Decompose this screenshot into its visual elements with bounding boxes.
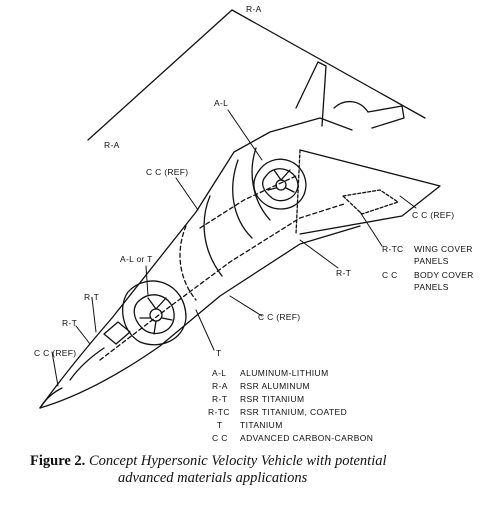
label-ra-left: R-A	[104, 140, 120, 150]
leader-cc-ref-nose	[51, 351, 59, 387]
legend-desc: ALUMINUM-LITHIUM	[240, 368, 329, 378]
leader-t-bottom	[195, 309, 215, 351]
wing-root	[295, 149, 301, 235]
legend-code: R-TC	[208, 407, 230, 417]
leader-rt-left1	[91, 297, 97, 333]
caption-line-2: advanced materials applications	[118, 470, 308, 486]
forward-inlet-ring	[122, 280, 187, 346]
label-t-bottom: T	[216, 348, 222, 358]
label-cc-ref-upper: C C (REF)	[146, 167, 188, 177]
label-rt-left1: R-T	[84, 292, 99, 302]
vertical-tail	[295, 61, 327, 127]
label-rtc: R-TC	[382, 244, 404, 254]
legend-desc: RSR ALUMINUM	[240, 381, 310, 391]
forward-inlet-hub	[149, 308, 163, 322]
legend-desc: RSR TITANIUM, COATED	[240, 407, 347, 417]
forward-inlet-inner	[133, 294, 175, 335]
leader-rt-left2	[75, 325, 91, 345]
label-ra-top: R-A	[246, 4, 262, 14]
materials-legend: A-L ALUMINUM-LITHIUM R-A RSR ALUMINUM R-…	[208, 368, 373, 443]
label-body-cover-2: PANELS	[414, 282, 449, 292]
leader-cc-ref-bottom	[229, 295, 263, 317]
canopy	[103, 321, 131, 345]
legend-code: T	[217, 420, 223, 430]
label-al-or-t: A-L or T	[120, 254, 153, 264]
label-wing-cover-1: WING COVER	[414, 244, 473, 254]
legend-code: C C	[212, 433, 228, 443]
fuselage-ridge	[99, 203, 345, 361]
frame-ring	[232, 159, 253, 239]
upper-engine-inner	[261, 168, 299, 202]
legend-code: R-A	[212, 381, 228, 391]
leader-rtc	[359, 211, 383, 247]
upper-engine-hub	[275, 179, 287, 191]
frame-ring	[203, 195, 223, 277]
main-wing	[299, 149, 441, 235]
dimension-line-left	[87, 9, 233, 141]
legend-code: A-L	[212, 368, 226, 378]
label-rt-mid: R-T	[336, 268, 351, 278]
upper-engine-ring	[253, 158, 307, 210]
wing-panel	[342, 189, 399, 215]
label-body-cover-1: BODY COVER	[414, 270, 474, 280]
nose-strake	[69, 347, 105, 381]
leader-al-or-t	[145, 265, 149, 297]
legend-desc: TITANIUM	[240, 420, 283, 430]
upper-engine-vane	[267, 169, 295, 193]
caption-line-1: Concept Hypersonic Velocity Vehicle with…	[88, 453, 387, 469]
fuselage-upper	[39, 117, 353, 409]
inlet-vane	[139, 297, 173, 335]
label-al-top: A-L	[214, 98, 228, 108]
legend-desc: RSR TITANIUM	[240, 394, 304, 404]
body-seam	[199, 175, 297, 229]
legend-code: R-T	[212, 394, 227, 404]
aft-engine-pod	[333, 101, 405, 129]
leader-al-top	[227, 109, 263, 161]
nose-tip	[39, 387, 63, 409]
label-wing-cover-2: PANELS	[414, 256, 449, 266]
leader-rt-mid	[299, 239, 339, 269]
label-cc-ref-bottom: C C (REF)	[258, 312, 300, 322]
label-rt-left2: R-T	[62, 318, 77, 328]
legend-desc: ADVANCED CARBON-CARBON	[240, 433, 373, 443]
dimension-line-top	[231, 9, 426, 119]
caption-figure-number: Figure 2.	[30, 453, 86, 469]
label-body-cover-code: C C	[382, 270, 398, 280]
fuselage-lower	[39, 225, 361, 409]
frame-ring	[179, 225, 197, 301]
figure-caption: Figure 2. Concept Hypersonic Velocity Ve…	[30, 453, 490, 487]
leader-cc-ref-wing	[399, 195, 417, 209]
label-cc-ref-nose: C C (REF)	[34, 348, 76, 358]
label-cc-ref-wing: C C (REF)	[412, 210, 454, 220]
leader-cc-ref-upper	[175, 177, 199, 211]
